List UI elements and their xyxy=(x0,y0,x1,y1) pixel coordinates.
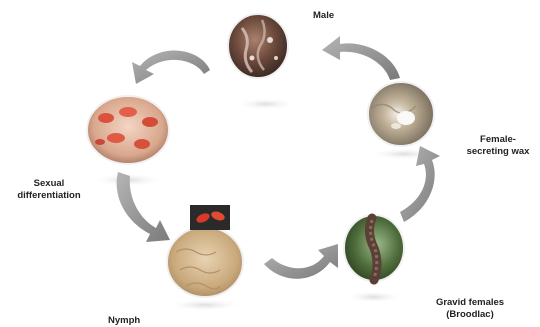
female-wax-label-line1: Female- xyxy=(456,134,540,146)
gravid-female-label: Gravid females (Broodlac) xyxy=(426,297,514,321)
gravid-shadow xyxy=(344,291,404,303)
arrow-wax-to-male xyxy=(322,36,400,80)
arrow-male-to-sexual xyxy=(132,51,210,84)
male-shadow xyxy=(236,98,296,110)
nymph-shadow xyxy=(167,299,243,311)
sexual-label-line2: differentiation xyxy=(4,190,94,202)
gravid-label-line2: (Broodlac) xyxy=(426,309,514,321)
nymph-label-text: Nymph xyxy=(108,315,140,327)
nymph-inset-image xyxy=(190,205,230,230)
nymph-label: Nymph xyxy=(108,315,140,327)
gravid-label-line1: Gravid females xyxy=(426,297,514,309)
sexual-label-line1: Sexual xyxy=(4,178,94,190)
sexual-differentiation-label: Sexual differentiation xyxy=(4,178,94,202)
female-wax-stage-image xyxy=(368,82,434,146)
gravid-female-stage-image xyxy=(344,215,404,281)
arrow-nymph-to-gravid xyxy=(264,244,338,279)
male-label-text: Male xyxy=(313,10,334,22)
nymph-stage-image xyxy=(167,227,243,297)
female-wax-label-line2: secreting wax xyxy=(456,146,540,158)
female-wax-label: Female- secreting wax xyxy=(456,134,540,158)
male-label: Male xyxy=(313,10,334,22)
sexual-differentiation-stage-image xyxy=(87,96,169,164)
male-stage-image xyxy=(228,14,288,78)
